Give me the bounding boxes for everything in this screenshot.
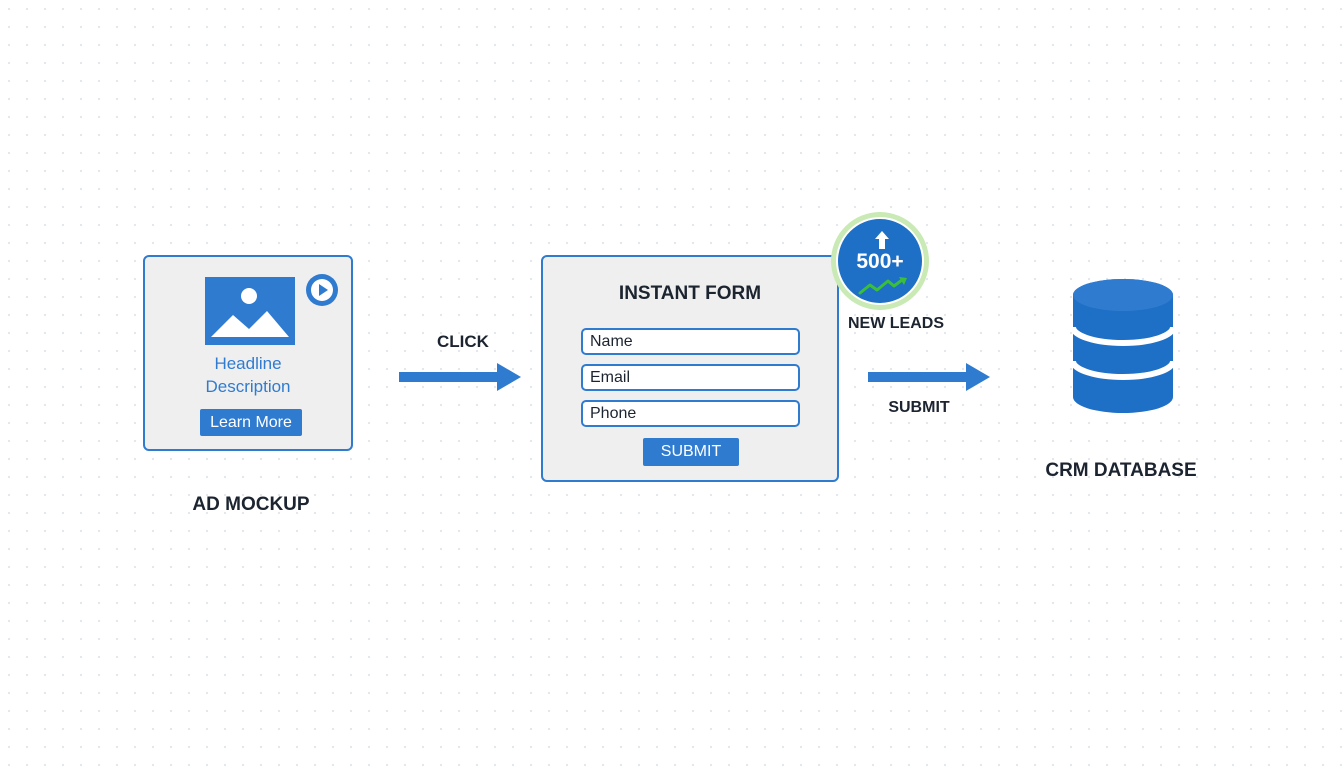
- image-icon: [205, 277, 295, 345]
- new-leads-label: NEW LEADS: [848, 315, 944, 332]
- ad-mockup-caption: AD MOCKUP: [192, 494, 310, 515]
- database-icon: [1071, 279, 1175, 413]
- learn-more-button[interactable]: Learn More: [200, 409, 302, 436]
- phone-field[interactable]: [581, 400, 800, 427]
- submit-label: SUBMIT: [888, 399, 950, 416]
- form-submit-button[interactable]: SUBMIT: [643, 438, 739, 466]
- email-field[interactable]: [581, 364, 800, 391]
- arrow-up-icon: [875, 231, 889, 249]
- crm-database-caption: CRM DATABASE: [1045, 460, 1197, 481]
- name-field[interactable]: [581, 328, 800, 355]
- badge-circle: 500+: [836, 217, 924, 305]
- trend-up-icon: [858, 277, 907, 295]
- click-label: CLICK: [437, 332, 489, 351]
- instant-form-card: INSTANT FORM SUBMIT: [541, 255, 839, 482]
- ad-mockup-card: Headline Description Learn More: [143, 255, 353, 451]
- new-leads-badge: 500+: [831, 212, 929, 310]
- arrow-right-icon: [868, 363, 990, 391]
- ad-description: Description: [205, 377, 291, 396]
- form-title: INSTANT FORM: [618, 283, 762, 304]
- leads-count: 500+: [856, 250, 904, 273]
- ad-headline: Headline: [214, 354, 282, 373]
- play-icon[interactable]: [305, 273, 339, 307]
- arrow-right-icon: [399, 363, 521, 391]
